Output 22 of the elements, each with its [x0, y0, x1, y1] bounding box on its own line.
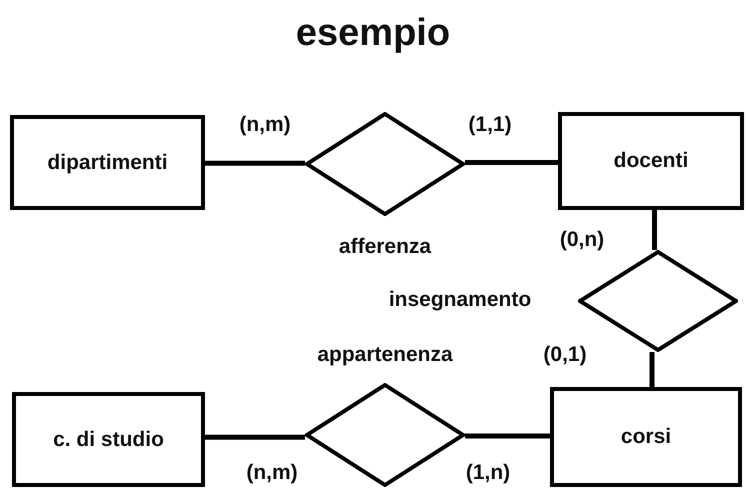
cardinality-label: (1,1)	[468, 113, 512, 137]
diagram-title: esempio	[294, 12, 452, 55]
relationship-label: appartenenza	[317, 343, 453, 367]
entity-box: c. di studio	[12, 392, 205, 487]
relationship-diamond	[305, 112, 465, 216]
cardinality-label: (0,n)	[560, 228, 604, 252]
relationship-label: insegnamento	[388, 288, 532, 312]
connector-line	[205, 160, 305, 166]
connector-line	[205, 434, 305, 440]
entity-box: dipartimenti	[10, 115, 205, 210]
connector-line	[650, 352, 654, 387]
cardinality-label: (0,1)	[543, 343, 587, 367]
connector-line	[652, 210, 657, 250]
cardinality-label: (n,m)	[246, 461, 298, 485]
entity-box: corsi	[550, 387, 742, 487]
cardinality-label: (n,m)	[239, 113, 291, 137]
relationship-diamond	[305, 383, 465, 487]
cardinality-label: (1,n)	[466, 461, 510, 485]
connector-line	[465, 434, 550, 438]
entity-box: docenti	[558, 112, 744, 210]
connector-line	[465, 160, 558, 165]
relationship-label: afferenza	[338, 235, 432, 259]
